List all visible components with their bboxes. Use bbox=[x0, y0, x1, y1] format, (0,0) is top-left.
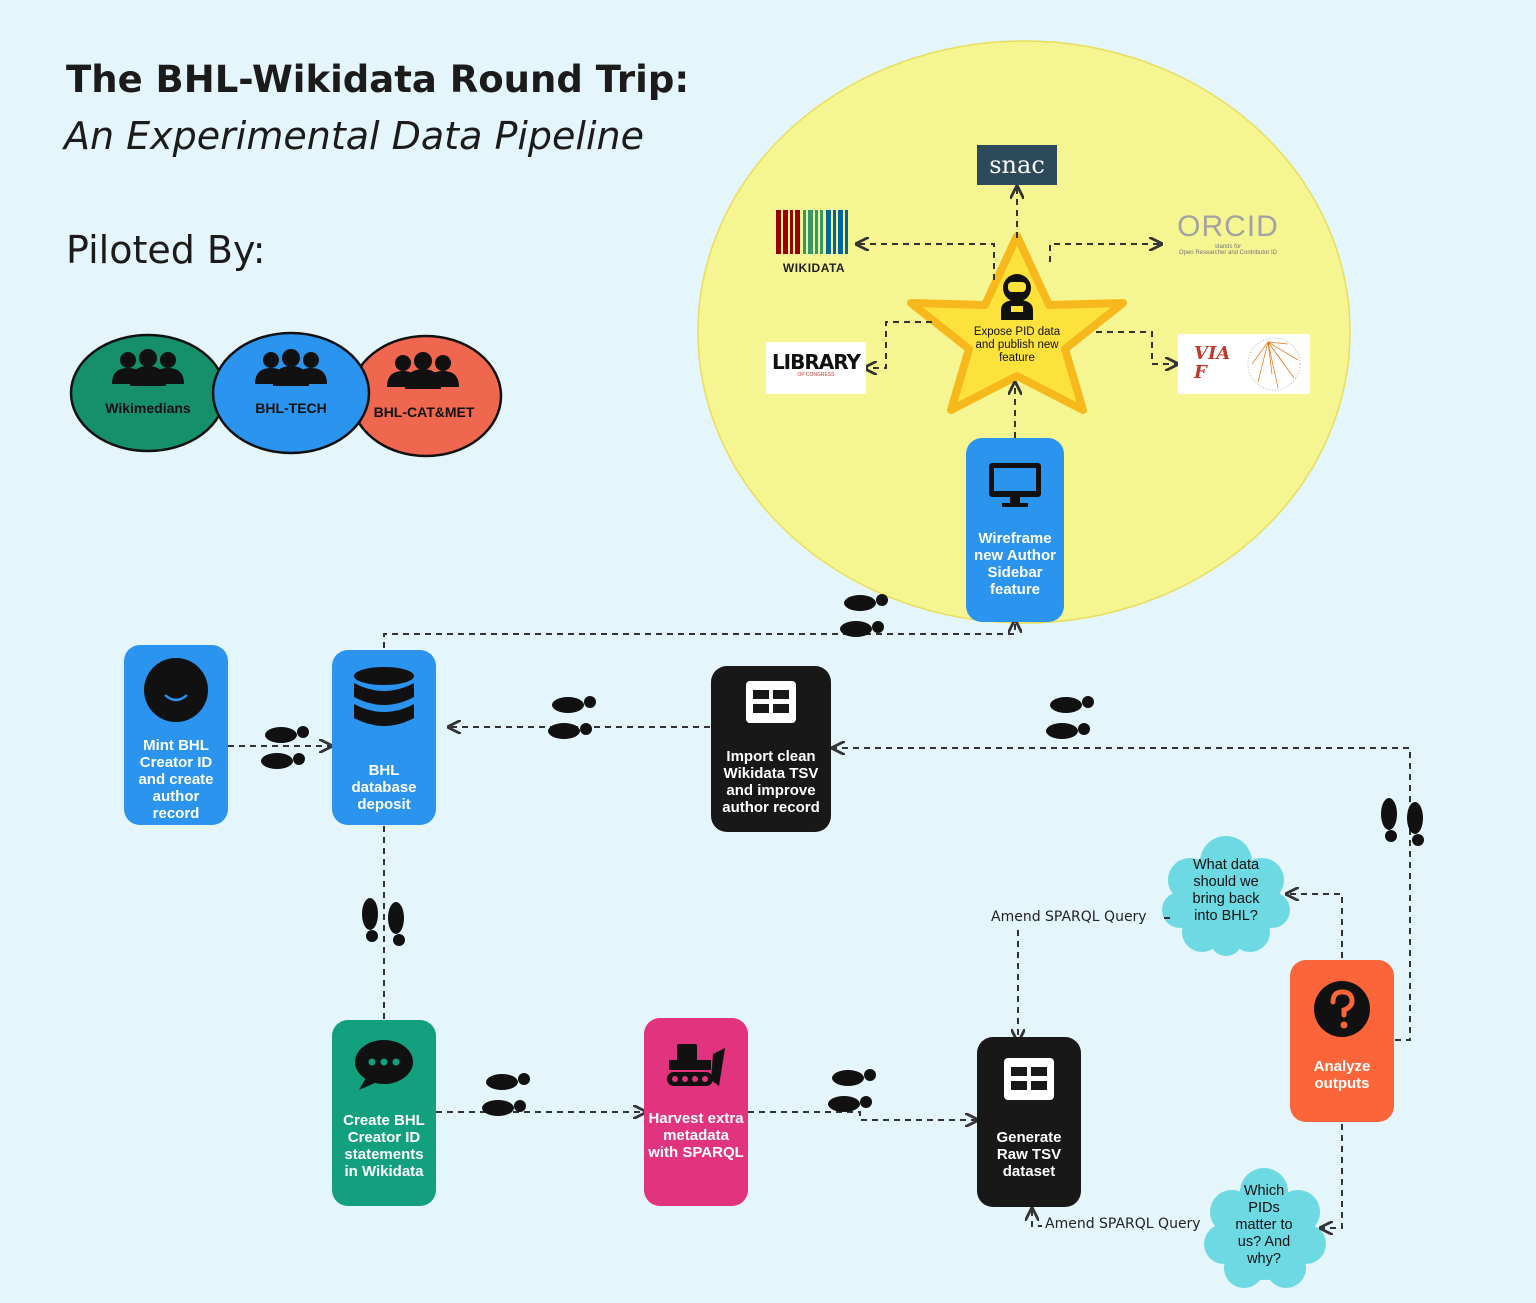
page-subtitle: An Experimental Data Pipeline bbox=[64, 114, 645, 158]
library-of-congress-logo: LIBRARY OF CONGRESS bbox=[766, 342, 866, 394]
library-logo-text: LIBRARY bbox=[771, 350, 861, 374]
cloud-what-data-text: What data should we bring back into BHL? bbox=[1192, 857, 1260, 924]
viaf-logo: VIAF bbox=[1178, 334, 1310, 394]
monitor-icon bbox=[989, 463, 1041, 507]
node-analyze-outputs: Analyze outputs bbox=[1290, 960, 1394, 1122]
astronaut-icon bbox=[1001, 274, 1033, 320]
node-label: Wireframe new Author Sidebar feature bbox=[974, 530, 1056, 598]
edge-label-amend-top: Amend SPARQL Query bbox=[988, 909, 1150, 925]
node-label: Generate Raw TSV dataset bbox=[996, 1129, 1062, 1180]
people-icon bbox=[255, 349, 327, 386]
edge-analyze-import bbox=[834, 748, 1411, 1041]
star-label: Expose PID data and publish new feature bbox=[973, 326, 1061, 364]
edge-star-library bbox=[866, 321, 932, 368]
edge-star-orcid bbox=[1049, 244, 1160, 262]
team-label-bhl-catmet: BHL-CAT&MET bbox=[373, 404, 475, 420]
footsteps-icon bbox=[362, 898, 405, 946]
edge-star-viaf bbox=[1096, 331, 1176, 364]
node-generate-raw-tsv: Generate Raw TSV dataset bbox=[977, 1037, 1081, 1207]
speech-bubble-icon bbox=[355, 1040, 413, 1090]
footsteps-icon bbox=[828, 1069, 876, 1112]
team-label-bhl-tech: BHL-TECH bbox=[255, 400, 327, 416]
wikidata-barcode-icon bbox=[776, 210, 848, 254]
edge-star-wikidata bbox=[858, 244, 995, 280]
people-icon bbox=[387, 352, 459, 389]
user-circle-icon bbox=[144, 658, 208, 722]
publish-star bbox=[907, 232, 1127, 414]
edge-amend-top bbox=[1018, 917, 1170, 1040]
node-harvest-metadata: Harvest extra metadata with SPARQL bbox=[644, 1018, 748, 1206]
edge-amend-bottom bbox=[1032, 1210, 1044, 1227]
orcid-full-name: Open Researcher and Contributor ID bbox=[1178, 250, 1278, 256]
team-label-wikimedians: Wikimedians bbox=[105, 400, 191, 416]
node-create-statements: Create BHL Creator ID statements in Wiki… bbox=[332, 1020, 436, 1206]
footsteps-icon bbox=[548, 696, 596, 739]
orcid-logo: ORCID stands for Open Researcher and Con… bbox=[1176, 210, 1280, 262]
node-label: Analyze outputs bbox=[1313, 1058, 1371, 1092]
footsteps-icon bbox=[482, 1073, 530, 1116]
edge-label-amend-bottom: Amend SPARQL Query bbox=[1042, 1216, 1204, 1232]
cloud-what-data bbox=[1162, 836, 1290, 956]
question-icon bbox=[1314, 981, 1370, 1037]
node-label: Harvest extra metadata with SPARQL bbox=[648, 1110, 744, 1161]
people-icon bbox=[112, 349, 184, 386]
team-bhl-tech-ellipse bbox=[211, 331, 371, 455]
cloud-which-pids-text: Which PIDs matter to us? And why? bbox=[1235, 1183, 1293, 1267]
node-import-clean-tsv: Import clean Wikidata TSV and improve au… bbox=[711, 666, 831, 832]
snac-logo-text: snac bbox=[989, 151, 1045, 179]
database-icon bbox=[354, 667, 414, 726]
footsteps-icon bbox=[1381, 798, 1424, 846]
snac-logo: snac bbox=[977, 145, 1057, 185]
node-label: BHL database deposit bbox=[351, 762, 417, 813]
table-icon bbox=[1004, 1058, 1054, 1100]
footsteps-icon bbox=[1046, 696, 1094, 739]
bulldozer-icon bbox=[667, 1044, 725, 1086]
table-icon bbox=[746, 681, 796, 723]
edge-analyze-which-pids bbox=[1322, 1124, 1343, 1228]
orcid-logo-text: ORCID bbox=[1177, 210, 1279, 243]
edge-analyze-what-data bbox=[1288, 894, 1343, 958]
edge-deposit-wireframe bbox=[383, 622, 1015, 648]
node-bhl-database-deposit: BHL database deposit bbox=[332, 650, 436, 825]
footsteps-icons bbox=[261, 594, 1424, 1116]
node-mint-creator-id: Mint BHL Creator ID and create author re… bbox=[124, 645, 228, 825]
node-wireframe-sidebar: Wireframe new Author Sidebar feature bbox=[966, 438, 1064, 622]
orcid-tagline: stands for bbox=[1214, 244, 1242, 250]
viaf-network-icon bbox=[1247, 337, 1301, 391]
cloud-which-pids bbox=[1204, 1168, 1326, 1288]
footsteps-icon bbox=[840, 594, 888, 637]
piloted-by-heading: Piloted By: bbox=[66, 228, 266, 272]
wikidata-logo-text: WIKIDATA bbox=[782, 261, 846, 275]
wikidata-logo: WIKIDATA bbox=[776, 208, 852, 275]
footsteps-icon bbox=[261, 726, 309, 769]
edge-harvest-generate bbox=[748, 1111, 976, 1120]
viaf-logo-text: VIAF bbox=[1194, 343, 1231, 383]
page-title: The BHL-Wikidata Round Trip: bbox=[66, 58, 690, 101]
library-logo-subtext: OF CONGRESS bbox=[797, 372, 835, 378]
node-label: Import clean Wikidata TSV and improve au… bbox=[722, 748, 820, 816]
node-label: Create BHL Creator ID statements in Wiki… bbox=[343, 1112, 425, 1180]
node-label: Mint BHL Creator ID and create author re… bbox=[138, 737, 214, 822]
